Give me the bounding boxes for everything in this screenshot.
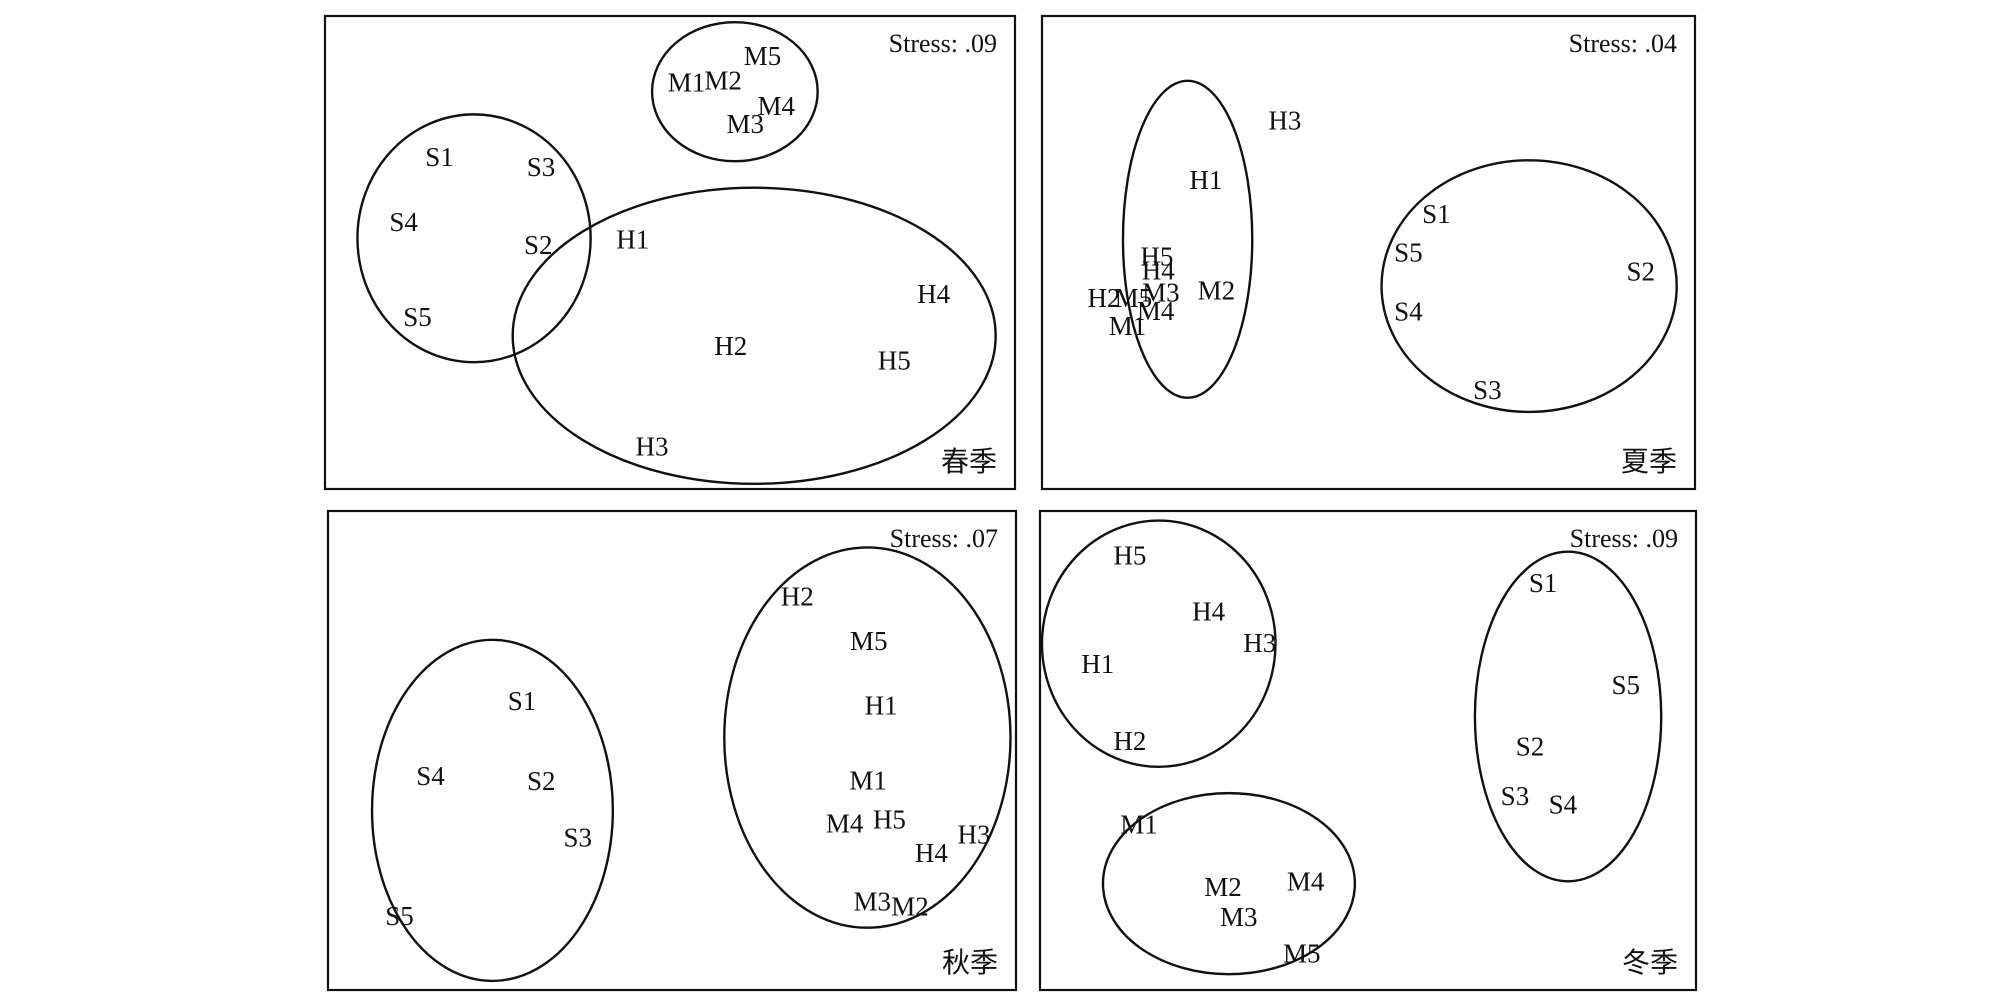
point-label-h2: H2: [1088, 283, 1121, 313]
point-label-h1: H1: [865, 690, 898, 720]
point-label-h2: H2: [714, 331, 747, 361]
point-label-h5: H5: [1113, 541, 1146, 571]
point-label-h3: H3: [1268, 106, 1301, 136]
point-label-m4: M4: [826, 808, 864, 838]
cluster-ellipse-1: [723, 546, 1012, 929]
point-label-h1: H1: [1189, 165, 1222, 195]
point-label-s5: S5: [1394, 238, 1423, 268]
point-label-h3: H3: [636, 431, 669, 461]
point-label-m5: M5: [1115, 283, 1153, 313]
point-label-m3: M3: [1142, 278, 1180, 308]
point-label-m1: M1: [849, 766, 887, 796]
point-label-m3: M3: [853, 886, 891, 916]
point-label-h2: H2: [1113, 726, 1146, 756]
cluster-ellipse-1: [1040, 519, 1277, 768]
stress-label: Stress: .09: [1570, 524, 1678, 553]
stress-label: Stress: .09: [889, 29, 997, 58]
point-label-h1: H1: [1081, 649, 1114, 679]
season-label: 夏季: [1621, 445, 1677, 478]
point-label-m4: M4: [1287, 867, 1325, 897]
point-label-s3: S3: [527, 152, 556, 182]
panel-frame: [326, 509, 1018, 992]
point-label-s3: S3: [1473, 375, 1502, 405]
cluster-ellipse-2: [356, 113, 592, 364]
point-label-s3: S3: [1501, 781, 1530, 811]
season-label: 春季: [941, 445, 997, 478]
stress-label: Stress: .04: [1569, 29, 1677, 58]
point-label-m1: M1: [668, 68, 706, 98]
cluster-ellipse-1: [650, 20, 819, 163]
panel-frame: [1038, 509, 1698, 992]
point-label-s1: S1: [1529, 568, 1558, 598]
point-label-h4: H4: [917, 279, 950, 309]
point-label-h1: H1: [616, 225, 649, 255]
point-label-m5: M5: [744, 41, 782, 71]
cluster-ellipse-3: [1101, 791, 1357, 976]
point-label-m3: M3: [726, 109, 764, 139]
point-label-h5: H5: [878, 345, 911, 375]
point-label-m1: M1: [1109, 311, 1147, 341]
point-label-s2: S2: [524, 230, 553, 260]
cluster-ellipse-3: [511, 186, 997, 485]
cluster-ellipse-2: [1473, 550, 1663, 883]
point-label-s2: S2: [527, 766, 556, 796]
point-label-m4: M4: [1137, 296, 1175, 326]
point-label-s1: S1: [1422, 199, 1451, 229]
point-label-s2: S2: [1627, 256, 1656, 286]
point-label-m2: M2: [1204, 872, 1242, 902]
point-label-m1: M1: [1120, 809, 1158, 839]
point-label-m2: M2: [1198, 275, 1236, 305]
cluster-ellipse-2: [1380, 159, 1678, 414]
point-label-m2: M2: [891, 892, 929, 922]
stress-label: Stress: .07: [890, 524, 998, 553]
panel-frame: [323, 14, 1017, 491]
point-label-h4: H4: [915, 838, 948, 868]
point-label-m5: M5: [1283, 939, 1321, 969]
point-label-h5: H5: [1140, 241, 1173, 271]
season-label: 冬季: [1622, 946, 1678, 979]
point-label-h4: H4: [1192, 597, 1225, 627]
point-label-s4: S4: [1394, 297, 1423, 327]
cluster-ellipse-2: [370, 638, 615, 983]
point-label-m4: M4: [758, 91, 796, 121]
cluster-ellipse-1: [1121, 79, 1254, 399]
point-label-m2: M2: [704, 65, 742, 95]
point-label-s4: S4: [1549, 790, 1578, 820]
point-label-s1: S1: [508, 686, 537, 716]
point-label-m5: M5: [850, 626, 888, 656]
point-label-h2: H2: [781, 581, 814, 611]
point-label-m3: M3: [1220, 902, 1258, 932]
point-label-s4: S4: [416, 761, 445, 791]
point-label-h3: H3: [958, 819, 991, 849]
point-label-s4: S4: [389, 207, 418, 237]
season-label: 秋季: [942, 946, 998, 979]
point-label-s2: S2: [1516, 732, 1545, 762]
point-label-s5: S5: [403, 302, 432, 332]
point-label-h5: H5: [873, 804, 906, 834]
panel-frame: [1040, 14, 1697, 491]
point-label-h3: H3: [1243, 628, 1276, 658]
point-label-h4: H4: [1142, 255, 1175, 285]
point-label-s5: S5: [1612, 670, 1641, 700]
point-label-s1: S1: [425, 142, 454, 172]
point-label-s3: S3: [563, 823, 592, 853]
point-label-s5: S5: [385, 901, 414, 931]
